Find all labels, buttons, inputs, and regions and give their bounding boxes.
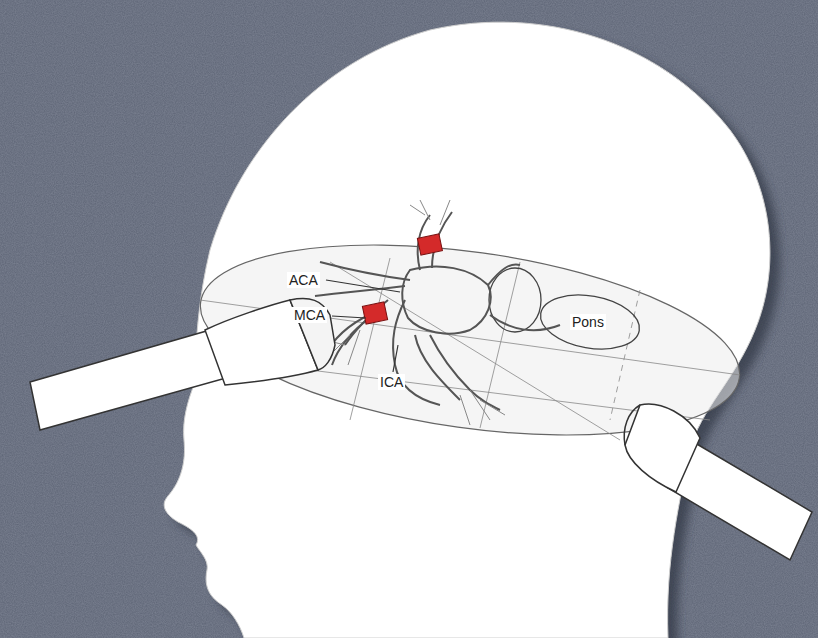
sample-volume — [417, 234, 442, 255]
left-probe — [30, 299, 335, 430]
head-silhouette — [164, 22, 770, 638]
right-probe — [624, 404, 812, 560]
sample-volume — [362, 302, 387, 324]
leader-lines — [326, 280, 400, 372]
pons-outline — [536, 288, 644, 357]
vessels — [315, 212, 560, 410]
plane-grid — [610, 290, 640, 420]
plane-grid — [350, 258, 390, 420]
brainstem-outline — [489, 268, 541, 332]
part-label: ACA — [287, 272, 320, 288]
part-label: MCA — [292, 307, 327, 323]
vessel-branches — [325, 200, 505, 425]
part-label: Pons — [570, 314, 606, 330]
part-label: ICA — [378, 374, 405, 390]
